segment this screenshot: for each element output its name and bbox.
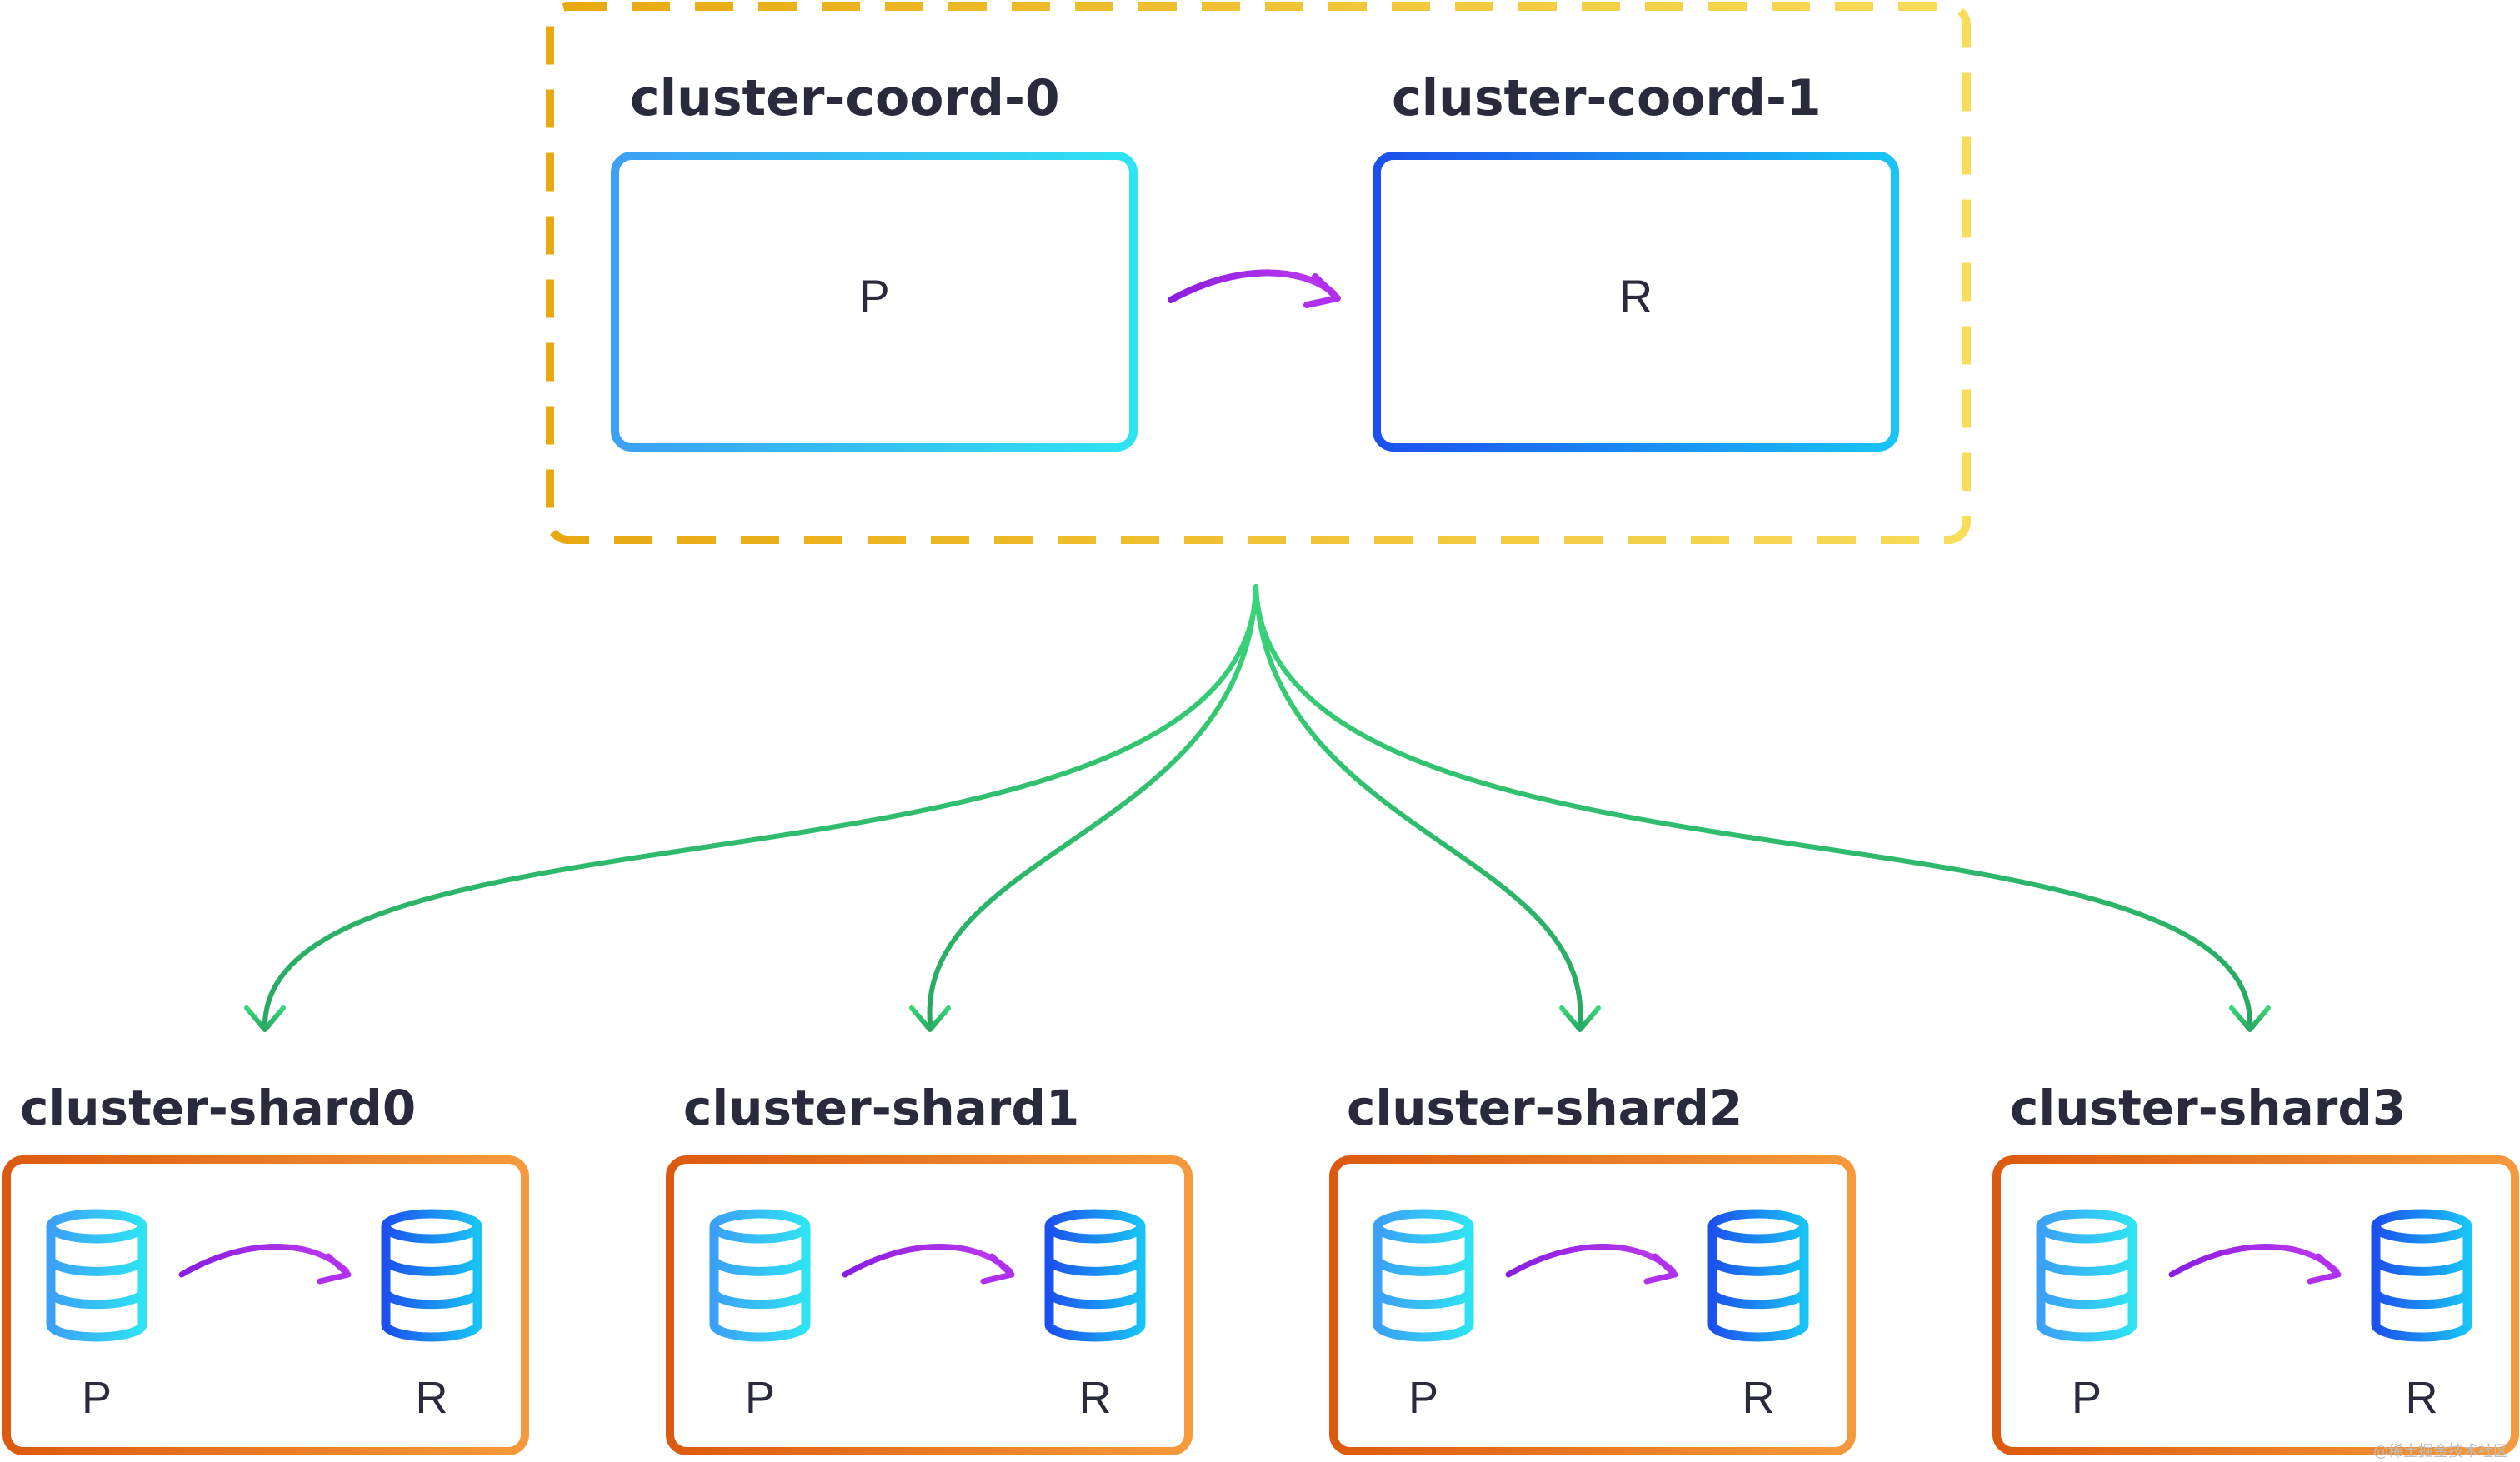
shard-primary-label: P — [82, 1373, 112, 1423]
fanout-arrow-shard1 — [927, 584, 1258, 1025]
replica-database-icon — [1708, 1209, 1809, 1342]
replica-database-icon — [2371, 1209, 2472, 1342]
fanout-arrowhead-shard3 — [2229, 1005, 2271, 1032]
coord-1-title: cluster-coord-1 — [1392, 69, 1822, 127]
shard-title: cluster-shard2 — [1347, 1080, 1742, 1136]
watermark: @稀土掘金技术社区 — [2373, 1443, 2508, 1460]
primary-database-icon — [1372, 1209, 1474, 1342]
shard-primary-label: P — [1408, 1373, 1438, 1423]
shard-title: cluster-shard0 — [20, 1080, 416, 1136]
shard-replication-arrowhead — [1643, 1253, 1678, 1285]
fanout-arrows — [244, 584, 2271, 1032]
coord-0-title: cluster-coord-0 — [630, 69, 1060, 127]
shard-replica-label: R — [1079, 1373, 1112, 1423]
coord-0-role: P — [858, 270, 889, 322]
fanout-arrow-shard2 — [1253, 584, 1583, 1025]
shard-title: cluster-shard1 — [683, 1080, 1079, 1136]
shard-title: cluster-shard3 — [2010, 1080, 2406, 1136]
coordinator-group — [546, 2, 1971, 544]
fanout-arrowhead-shard0 — [244, 1005, 286, 1032]
shard-replica-label: R — [416, 1373, 448, 1423]
primary-database-icon — [709, 1209, 811, 1342]
primary-database-icon — [2036, 1209, 2138, 1342]
shard-replication-arrowhead — [317, 1253, 352, 1285]
fanout-arrow-shard3 — [1253, 584, 2252, 1025]
fanout-arrow-shard0 — [262, 584, 1258, 1025]
replica-database-icon — [381, 1209, 482, 1342]
primary-database-icon — [46, 1209, 148, 1342]
shard-primary-label: P — [2072, 1373, 2102, 1423]
shard-primary-label: P — [745, 1373, 775, 1423]
coord-replication-arrowhead — [1303, 273, 1341, 308]
shard-replication-arrowhead — [980, 1253, 1015, 1285]
coord-1-box — [1372, 152, 1899, 452]
replica-database-icon — [1044, 1209, 1146, 1342]
shard-replica-label: R — [1742, 1373, 1775, 1423]
coord-1-role: R — [1619, 270, 1652, 322]
shard-replica-label: R — [2406, 1373, 2438, 1423]
shard-replication-arrowhead — [2307, 1253, 2342, 1285]
coord-0-box — [611, 152, 1138, 452]
fanout-arrowhead-shard2 — [1559, 1005, 1601, 1032]
coord-replication-arrow — [1168, 269, 1337, 303]
fanout-arrowhead-shard1 — [909, 1005, 951, 1032]
